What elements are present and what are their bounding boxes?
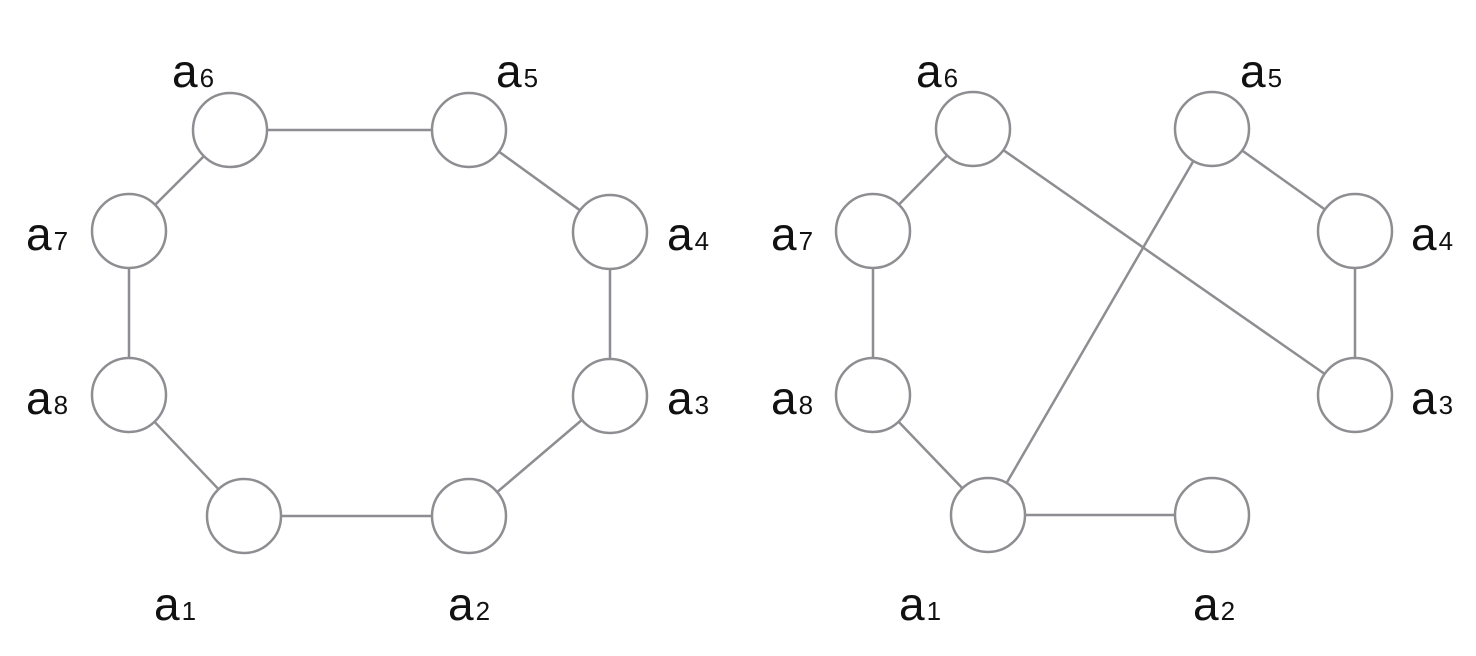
node-a5	[1173, 90, 1251, 168]
node-label-a2: a2	[448, 578, 490, 630]
node-a1	[205, 477, 283, 555]
node-label-a1: a1	[154, 578, 196, 630]
node-a8	[90, 356, 168, 434]
node-a2	[430, 477, 508, 555]
node-a6	[934, 90, 1012, 168]
edge-a6-a7	[898, 154, 948, 206]
edge-a5-a4	[1241, 149, 1326, 211]
node-label-a8: a8	[26, 372, 68, 424]
node-label-a7: a7	[771, 208, 813, 260]
node-a4	[571, 193, 649, 271]
node-label-a6: a6	[172, 45, 214, 97]
node-a3	[571, 357, 649, 435]
node-label-a3: a3	[667, 372, 709, 424]
node-label-a5: a5	[1240, 45, 1282, 97]
edge-a4-a5	[498, 150, 581, 212]
node-a8	[834, 356, 912, 434]
node-label-a4: a4	[667, 208, 709, 260]
node-label-a7: a7	[26, 208, 68, 260]
node-a5	[430, 91, 508, 169]
node-a6	[191, 91, 269, 169]
node-label-a3: a3	[1411, 372, 1453, 424]
node-a2	[1173, 476, 1251, 554]
node-label-a8: a8	[771, 372, 813, 424]
node-label-a4: a4	[1411, 208, 1453, 260]
node-label-a5: a5	[496, 45, 538, 97]
node-label-a6: a6	[916, 45, 958, 97]
edge-a8-a1	[153, 420, 220, 491]
node-a3	[1316, 356, 1394, 434]
node-layer	[90, 91, 649, 555]
edge-layer	[127, 128, 612, 518]
node-layer	[834, 90, 1394, 554]
graph-right: a1 a2 a3 a4 a5 a6 a7 a8	[771, 45, 1453, 630]
edge-a6-a7	[154, 155, 205, 206]
edge-a8-a1	[897, 420, 964, 490]
edge-a1-a5	[1005, 160, 1195, 484]
label-layer: a1 a2 a3 a4 a5 a6 a7 a8	[771, 45, 1453, 630]
node-a1	[949, 476, 1027, 554]
node-label-a2: a2	[1193, 578, 1235, 630]
node-a7	[834, 192, 912, 270]
node-a4	[1316, 192, 1394, 270]
label-layer: a1 a2 a3 a4 a5 a6 a7 a8	[26, 45, 709, 630]
edge-a2-a3	[496, 419, 583, 493]
edge-layer	[871, 149, 1357, 517]
node-label-a1: a1	[899, 578, 941, 630]
node-a7	[90, 192, 168, 270]
graph-left: a1 a2 a3 a4 a5 a6 a7 a8	[26, 45, 709, 630]
edge-a3-a6	[1002, 149, 1326, 375]
